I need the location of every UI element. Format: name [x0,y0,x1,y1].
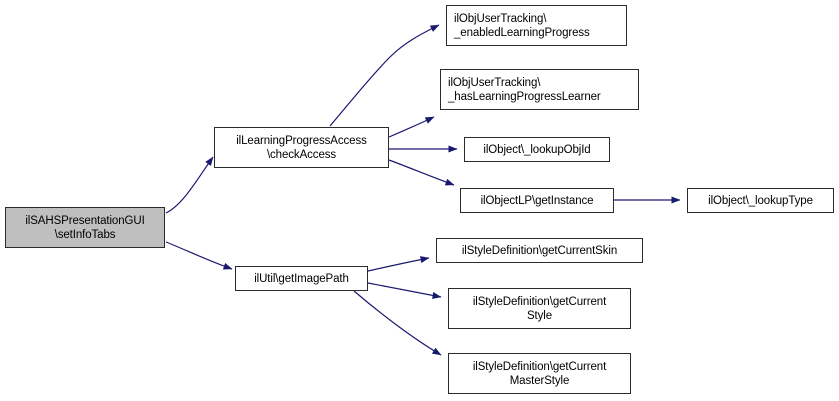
graph-edge-check-access-to-objectlp-instance [388,159,455,186]
graph-node-has-lp-learner[interactable]: ilObjUserTracking\_hasLearningProgressLe… [440,69,639,110]
graph-edge-get-image-path-to-current-master-style [353,290,442,356]
graph-node-label-line: MasterStyle [509,374,570,387]
graph-edge-root-to-check-access [165,156,214,214]
graph-node-label-line: ilObjUserTracking\ [454,12,547,25]
graph-node-lookup-objid[interactable]: ilObject\_lookupObjId [464,137,610,162]
graph-node-label-line: _hasLearningProgressLearner [448,90,601,103]
graph-node-label-line: ilObjUserTracking\ [448,76,541,89]
graph-node-label-line: ilStyleDefinition\getCurrentSkin [461,244,618,257]
graph-node-check-access[interactable]: ilLearningProgressAccess\checkAccess [214,127,389,168]
graph-node-current-skin[interactable]: ilStyleDefinition\getCurrentSkin [436,238,643,263]
graph-node-label-line: ilStyleDefinition\getCurrent [472,360,607,373]
graph-node-enabled-lp[interactable]: ilObjUserTracking\_enabledLearningProgre… [446,5,627,46]
graph-edge-check-access-to-enabled-lp [329,24,440,127]
graph-node-objectlp-instance[interactable]: ilObjectLP\getInstance [460,188,614,213]
graph-node-label-line: ilUtil\getImagePath [254,272,349,285]
graph-edge-check-access-to-has-lp-learner [388,116,435,138]
graph-node-label-line: ilObjectLP\getInstance [480,194,594,207]
graph-node-get-image-path[interactable]: ilUtil\getImagePath [235,266,368,291]
graph-node-label-line: \setInfoTabs [54,228,116,241]
graph-edge-root-to-get-image-path [165,241,233,270]
graph-node-label-line: Style [526,309,553,322]
graph-node-label-line: \checkAccess [266,148,337,161]
graph-edge-get-image-path-to-current-style [367,282,442,299]
graph-node-label-line: ilObject\_lookupType [708,194,813,207]
graph-node-label-line: ilStyleDefinition\getCurrent [472,295,607,308]
graph-node-root[interactable]: ilSAHSPresentationGUI\setInfoTabs [5,207,165,248]
graph-edge-get-image-path-to-current-skin [367,256,430,272]
graph-node-label-line: ilObject\_lookupObjId [483,143,591,156]
graph-node-lookup-type[interactable]: ilObject\_lookupType [687,188,834,213]
graph-node-label-line: _enabledLearningProgress [454,26,590,39]
graph-node-label-line: ilSAHSPresentationGUI [25,214,145,227]
graph-node-label-line: ilLearningProgressAccess [236,134,367,147]
